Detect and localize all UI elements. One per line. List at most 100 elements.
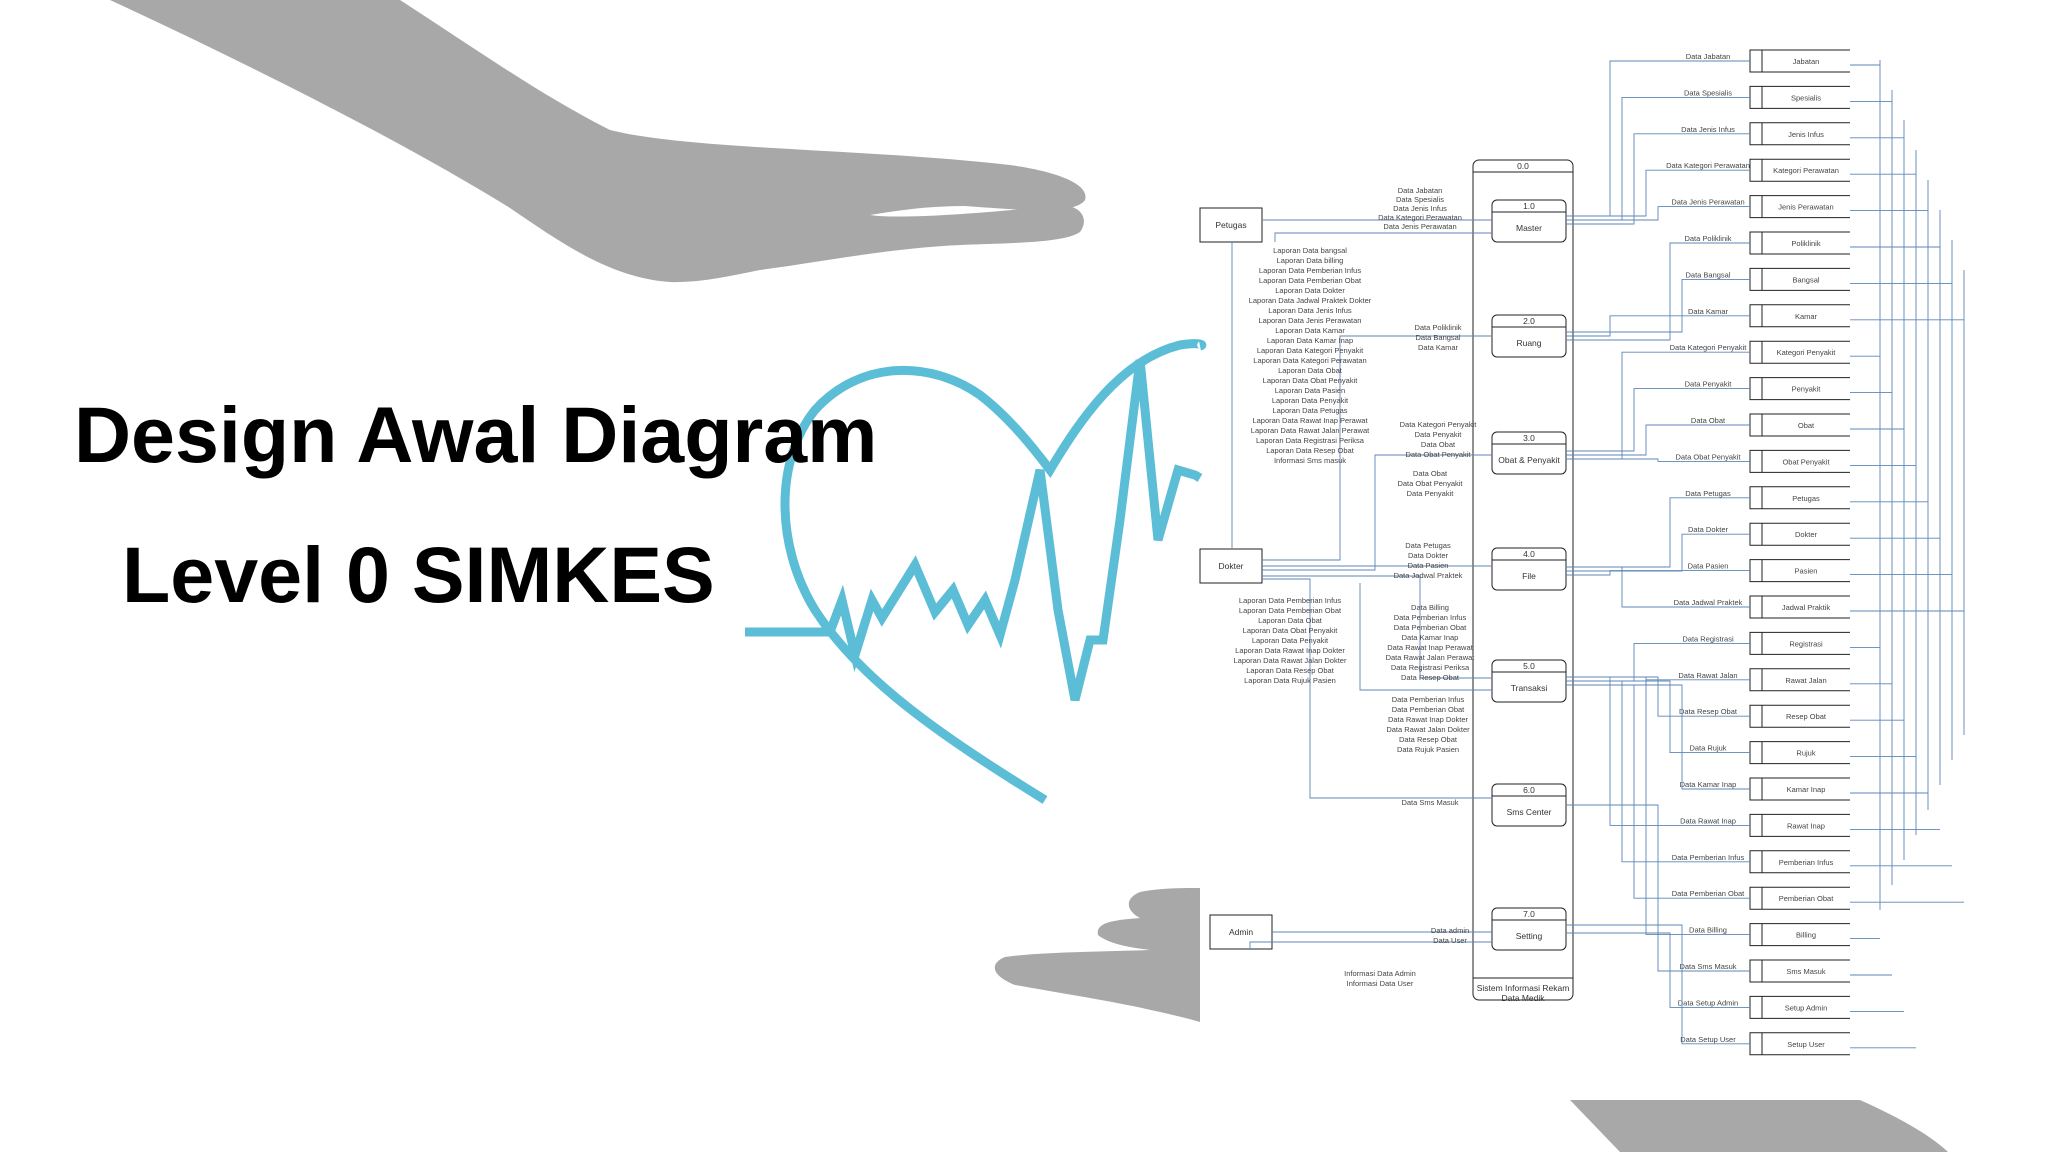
process-file: 4.0 File [1491, 547, 1567, 591]
svg-text:Informasi Sms masuk: Informasi Sms masuk [1274, 456, 1346, 465]
svg-text:Jabatan: Jabatan [1793, 57, 1820, 66]
svg-text:File: File [1522, 571, 1536, 581]
svg-text:Data User: Data User [1433, 936, 1467, 945]
svg-text:Data Jenis Perawatan: Data Jenis Perawatan [1671, 198, 1744, 207]
system-name-line-2: Data Medik [1502, 993, 1546, 1003]
flow-labels-reports-dokter: Laporan Data Pemberian Infus Laporan Dat… [1234, 596, 1347, 685]
svg-text:Data Petugas: Data Petugas [1685, 489, 1731, 498]
svg-text:Jenis Infus: Jenis Infus [1788, 130, 1824, 139]
svg-text:Laporan Data Kamar: Laporan Data Kamar [1275, 326, 1345, 335]
svg-text:4.0: 4.0 [1523, 549, 1535, 559]
svg-text:Pemberian Obat: Pemberian Obat [1779, 894, 1835, 903]
svg-text:Laporan Data Pasien: Laporan Data Pasien [1275, 386, 1345, 395]
svg-text:Data Kategori Perawatan: Data Kategori Perawatan [1378, 213, 1462, 222]
svg-text:3.0: 3.0 [1523, 433, 1535, 443]
svg-text:Data Rawat Inap Dokter: Data Rawat Inap Dokter [1388, 715, 1469, 724]
svg-text:Rujuk: Rujuk [1796, 749, 1815, 758]
entity-petugas: Petugas [1199, 207, 1263, 243]
svg-text:Data Pemberian Infus: Data Pemberian Infus [1394, 613, 1467, 622]
svg-text:Obat Penyakit: Obat Penyakit [1782, 457, 1830, 466]
svg-text:Obat: Obat [1798, 421, 1815, 430]
svg-text:Data Rujuk Pasien: Data Rujuk Pasien [1397, 745, 1459, 754]
flow-labels-file: Data Petugas Data Dokter Data Pasien Dat… [1394, 541, 1463, 580]
svg-text:5.0: 5.0 [1523, 661, 1535, 671]
flow-labels-reports-petugas: Laporan Data bangsal Laporan Data billin… [1249, 246, 1372, 465]
svg-text:Sms Center: Sms Center [1507, 807, 1552, 817]
svg-text:Data Petugas: Data Petugas [1405, 541, 1451, 550]
svg-text:Rawat Inap: Rawat Inap [1787, 821, 1825, 830]
svg-text:Data Sms Masuk: Data Sms Masuk [1401, 798, 1458, 807]
svg-text:Billing: Billing [1796, 931, 1816, 940]
data-store-jabatan: Jabatan Data Jabatan [1566, 49, 1880, 217]
data-store-billing: Billing Data Billing [1566, 676, 1880, 947]
svg-text:Data Obat Penyakit: Data Obat Penyakit [1397, 479, 1463, 488]
svg-text:Data Sms Masuk: Data Sms Masuk [1679, 962, 1736, 971]
svg-text:Setup Admin: Setup Admin [1785, 1003, 1828, 1012]
svg-text:Data Registrasi Periksa: Data Registrasi Periksa [1391, 663, 1470, 672]
process-setting: 7.0 Setting [1491, 907, 1567, 951]
flow-labels-sms: Data Sms Masuk [1401, 798, 1458, 807]
svg-text:Data Poliklinik: Data Poliklinik [1414, 323, 1461, 332]
svg-text:Data Kamar Inap: Data Kamar Inap [1680, 780, 1737, 789]
svg-text:Laporan Data Obat Penyakit: Laporan Data Obat Penyakit [1263, 376, 1359, 385]
svg-text:Data Rawat Inap: Data Rawat Inap [1680, 816, 1736, 825]
svg-text:Data Billing: Data Billing [1689, 926, 1727, 935]
svg-text:Laporan Data Jenis Perawatan: Laporan Data Jenis Perawatan [1259, 316, 1362, 325]
process-master: 1.0 Master [1491, 199, 1567, 243]
bottom-hand-silhouette [1570, 1100, 1948, 1152]
svg-text:Jenis Perawatan: Jenis Perawatan [1778, 203, 1833, 212]
svg-text:Bangsal: Bangsal [1792, 275, 1819, 284]
data-store-spesialis: Spesialis Data Spesialis [1566, 85, 1892, 221]
svg-text:Laporan Data Rujuk Pasien: Laporan Data Rujuk Pasien [1244, 676, 1336, 685]
svg-text:Laporan Data Penyakit: Laporan Data Penyakit [1252, 636, 1329, 645]
svg-text:7.0: 7.0 [1523, 909, 1535, 919]
svg-text:Data Spesialis: Data Spesialis [1396, 195, 1444, 204]
data-store-sms-masuk: Sms Masuk Data Sms Masuk [1566, 804, 1892, 983]
data-store-rujuk: Rujuk Data Rujuk [1566, 680, 1916, 765]
svg-text:Laporan Data Kategori Perawata: Laporan Data Kategori Perawatan [1253, 356, 1366, 365]
svg-text:Data Jenis Infus: Data Jenis Infus [1393, 204, 1447, 213]
svg-text:Data Pasien: Data Pasien [1408, 561, 1449, 570]
process-ruang: 2.0 Ruang [1491, 314, 1567, 358]
svg-text:Transaksi: Transaksi [1511, 683, 1548, 693]
svg-text:Data Jadwal Praktek: Data Jadwal Praktek [1674, 598, 1743, 607]
svg-text:Setup User: Setup User [1787, 1040, 1825, 1049]
svg-text:Data Setup User: Data Setup User [1680, 1035, 1736, 1044]
system-id: 0.0 [1517, 161, 1529, 171]
svg-text:Data Rawat Jalan: Data Rawat Jalan [1678, 671, 1737, 680]
svg-text:Penyakit: Penyakit [1792, 385, 1822, 394]
svg-text:Data Spesialis: Data Spesialis [1684, 88, 1732, 97]
svg-text:Data Pemberian Infus: Data Pemberian Infus [1392, 695, 1465, 704]
svg-text:Laporan Data Pemberian Obat: Laporan Data Pemberian Obat [1239, 606, 1342, 615]
data-store-petugas: Petugas Data Petugas [1566, 486, 1928, 568]
svg-text:Sms Masuk: Sms Masuk [1786, 967, 1825, 976]
svg-text:Ruang: Ruang [1516, 338, 1541, 348]
svg-text:Spesialis: Spesialis [1791, 93, 1821, 102]
svg-text:Data Billing: Data Billing [1411, 603, 1449, 612]
svg-text:Data Jenis Infus: Data Jenis Infus [1681, 125, 1735, 134]
svg-text:Data Obat Penyakit: Data Obat Penyakit [1405, 450, 1471, 459]
process-obat-penyakit: 3.0 Obat & Penyakit [1491, 431, 1567, 475]
svg-text:Laporan Data Obat: Laporan Data Obat [1258, 616, 1323, 625]
svg-text:Data Obat: Data Obat [1413, 469, 1448, 478]
svg-text:Petugas: Petugas [1792, 494, 1820, 503]
svg-text:Data Jabatan: Data Jabatan [1686, 52, 1731, 61]
svg-text:Data Pemberian Obat: Data Pemberian Obat [1394, 623, 1467, 632]
svg-text:Laporan Data Penyakit: Laporan Data Penyakit [1272, 396, 1349, 405]
svg-text:Laporan Data Pemberian Obat: Laporan Data Pemberian Obat [1259, 276, 1362, 285]
svg-text:Dokter: Dokter [1795, 530, 1818, 539]
svg-text:Data Kamar Inap: Data Kamar Inap [1402, 633, 1459, 642]
svg-text:Data Pemberian Obat: Data Pemberian Obat [1672, 889, 1745, 898]
svg-text:Laporan Data Resep Obat: Laporan Data Resep Obat [1266, 446, 1354, 455]
process-transaksi: 5.0 Transaksi [1491, 659, 1567, 703]
svg-text:Laporan Data Pemberian Infus: Laporan Data Pemberian Infus [1239, 596, 1341, 605]
svg-text:Data Rujuk: Data Rujuk [1689, 744, 1726, 753]
